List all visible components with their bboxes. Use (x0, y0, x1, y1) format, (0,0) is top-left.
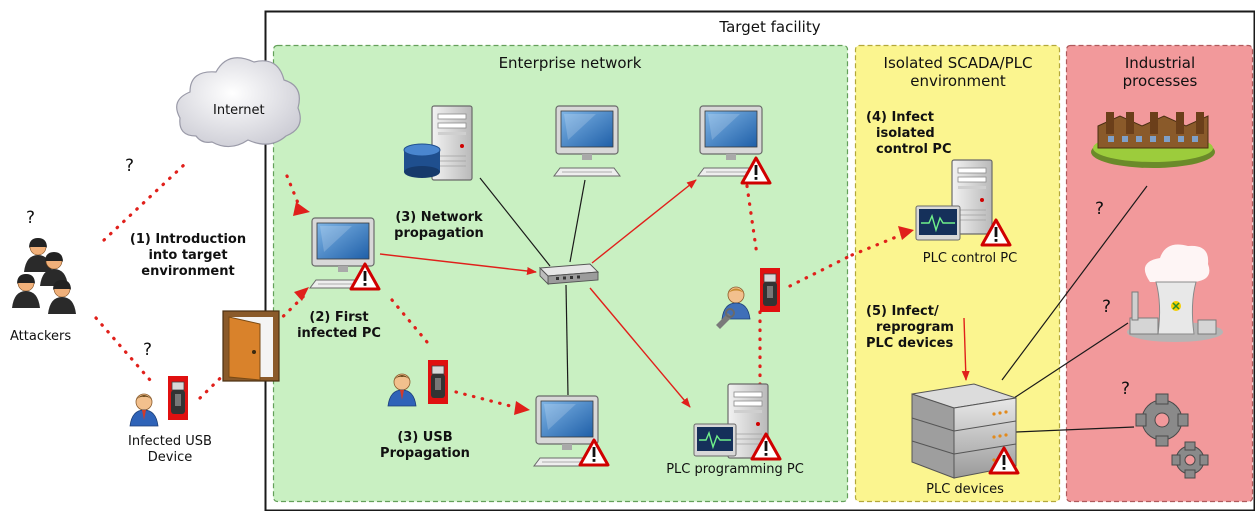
plc-control-pc-label: PLC control PC (922, 251, 1018, 266)
scada-environment-label: Isolated SCADA/PLC environment (856, 54, 1060, 90)
scada-label-line1: Isolated SCADA/PLC (883, 54, 1033, 72)
step5-line1: (5) Infect/ (866, 304, 939, 319)
industrial-processes-label: Industrial processes (1067, 54, 1253, 90)
computer-icon (693, 423, 737, 457)
network-switch-icon (538, 263, 600, 286)
dotted-infection-paths (94, 161, 908, 411)
door-icon (222, 310, 280, 382)
step4-label: (4) Infect isolated control PC (866, 110, 952, 158)
dotted-arrowheads (293, 202, 914, 415)
usb-stick-icon (759, 267, 781, 313)
power-plant-icon (1127, 244, 1223, 342)
step1-line3: environment (141, 264, 235, 279)
internet-label: Internet (213, 103, 265, 118)
target-facility-label: Target facility (719, 18, 821, 36)
step1-line1: (1) Introduction (129, 232, 247, 247)
computer-icon (915, 205, 961, 241)
step5-label: (5) Infect/ reprogram PLC devices (866, 304, 954, 352)
question-mark-internet: ? (125, 156, 135, 176)
step4-line1: (4) Infect (866, 110, 934, 125)
step3-usb-line1: (3) USB (397, 430, 453, 445)
enterprise-network-label: Enterprise network (498, 54, 642, 72)
internet-cloud-icon (176, 57, 301, 148)
step3-usb-label: (3) USB Propagation (370, 430, 480, 462)
question-mark-power-plant: ? (1102, 297, 1112, 317)
database-icon (403, 143, 441, 178)
step2-label: (2) First infected PC (284, 310, 394, 342)
technician-icon (716, 286, 751, 329)
question-mark-gears: ? (1121, 379, 1131, 399)
usb-stick-icon (427, 359, 449, 405)
infected-usb-line2: Device (147, 450, 193, 465)
step4-line2: isolated (876, 126, 935, 141)
attackers-label: Attackers (10, 329, 72, 344)
step1-label: (1) Introduction into target environment (112, 232, 264, 280)
infected-usb-label: Infected USB Device (110, 434, 230, 466)
gears-icon (1135, 393, 1209, 479)
factory-icon (1091, 112, 1215, 168)
scada-plc-region (854, 44, 1061, 503)
attackers-icon (11, 237, 77, 315)
plc-programming-pc-label: PLC programming PC (666, 462, 804, 477)
question-mark-factory: ? (1095, 199, 1105, 219)
question-mark-attackers: ? (26, 208, 36, 228)
step4-line3: control PC (876, 142, 952, 157)
step2-line2: infected PC (297, 326, 381, 341)
scada-label-line2: environment (910, 72, 1006, 90)
industrial-label-line1: Industrial (1124, 54, 1196, 72)
usb-stick-icon (167, 375, 189, 421)
step5-line2: reprogram (876, 320, 954, 335)
step2-line1: (2) First (309, 310, 369, 325)
industrial-label-line2: processes (1122, 72, 1198, 90)
step5-line3: PLC devices (866, 336, 954, 351)
network-links (479, 177, 1148, 433)
step1-line2: into target (148, 248, 228, 263)
step3-network-line1: (3) Network (395, 210, 483, 225)
question-mark-usb: ? (143, 340, 153, 360)
step3-usb-line2: Propagation (380, 446, 470, 461)
infection-arrows (379, 179, 970, 408)
step3-network-label: (3) Network propagation (384, 210, 494, 242)
plc-devices-label: PLC devices (926, 482, 1004, 497)
step3-network-line2: propagation (394, 226, 484, 241)
infected-usb-line1: Infected USB (128, 434, 212, 449)
person-icon (129, 393, 159, 427)
